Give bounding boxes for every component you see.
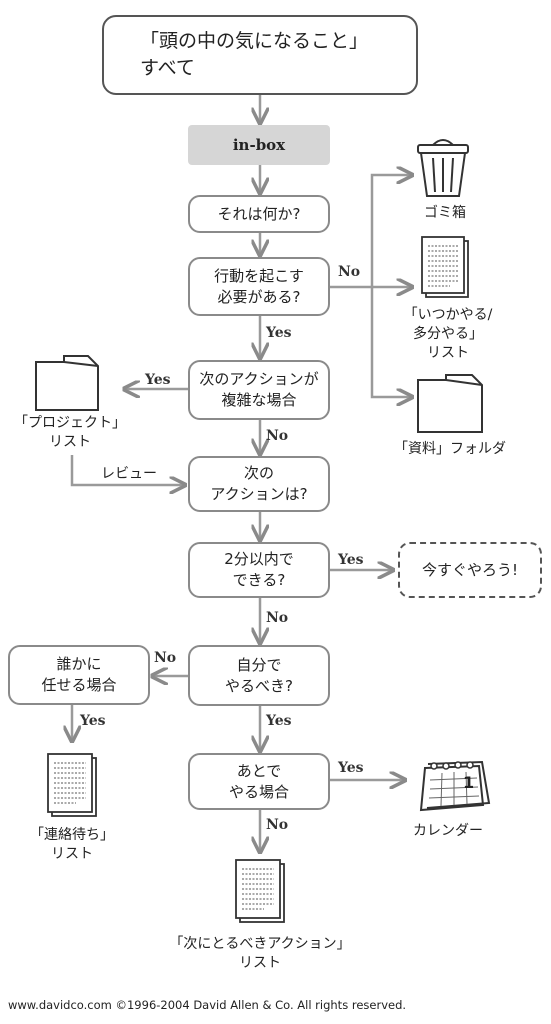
review-label: レビュー xyxy=(101,466,157,482)
actionable-line-1: 行動を起こす xyxy=(214,266,304,285)
stuff-box: 「頭の中の気になること」 すべて xyxy=(102,15,418,95)
waiting-label: 「連絡待ち」 リスト xyxy=(14,826,130,864)
someday-line-1: 「いつかやる/ xyxy=(403,307,493,323)
yes-label-two-minute: Yes xyxy=(338,552,364,568)
projects-line-1: 「プロジェクト」 xyxy=(14,415,126,431)
svg-text:1: 1 xyxy=(463,773,474,792)
delegate-box: 誰かに 任せる場合 xyxy=(8,645,150,705)
calendar-label: カレンダー xyxy=(413,823,483,839)
do-it-now-label: 今すぐやろう! xyxy=(421,560,518,579)
no-label-later: No xyxy=(266,817,289,833)
calendar-icon: 1 xyxy=(419,760,491,812)
copyright-footer: www.davidco.com ©1996-2004 David Allen &… xyxy=(8,998,407,1012)
someday-line-2: 多分やる」 xyxy=(413,326,483,342)
delegate-line-2: 任せる場合 xyxy=(41,676,117,694)
inbox-box: in-box xyxy=(188,125,330,165)
no-label-two-minute: No xyxy=(266,610,289,626)
two-minute-box: 2分以内で できる? xyxy=(188,542,330,598)
arrow-no-to-trash xyxy=(328,175,412,289)
project-folder-icon xyxy=(35,355,99,411)
multistep-box: 次のアクションが 複雑な場合 xyxy=(188,360,330,420)
next-action-line-2: アクションは? xyxy=(210,485,308,503)
do-it-now-box: 今すぐやろう! xyxy=(398,542,542,598)
actionable-box: 行動を起こす 必要がある? xyxy=(188,257,330,316)
two-minute-line-2: できる? xyxy=(232,571,286,589)
next-action-box: 次の アクションは? xyxy=(188,456,330,512)
stuff-line-1: 「頭の中の気になること」 xyxy=(140,30,369,52)
do-self-line-2: やるべき? xyxy=(225,676,293,695)
someday-label: 「いつかやる/ 多分やる」 リスト xyxy=(388,306,508,363)
projects-line-2: リスト xyxy=(49,434,91,450)
delegate-line-1: 誰かに xyxy=(56,655,102,673)
later-line-2: やる場合 xyxy=(228,782,289,801)
arrow-review-to-nextaction xyxy=(70,455,185,485)
trash-can-icon xyxy=(417,139,469,197)
waiting-list-icon xyxy=(47,753,97,817)
two-minute-line-1: 2分以内で xyxy=(224,550,294,568)
no-label-do-self: No xyxy=(154,650,177,666)
trash-label: ゴミ箱 xyxy=(424,205,466,221)
next-actions-line-2: リスト xyxy=(239,955,281,971)
next-actions-line-1: 「次にとるべきアクション」 xyxy=(169,936,351,952)
what-is-it-box: それは何か? xyxy=(188,195,330,233)
multistep-line-2: 複雑な場合 xyxy=(221,391,297,409)
yes-label-delegate: Yes xyxy=(80,713,106,729)
arrow-no-to-reference xyxy=(370,287,412,397)
do-self-box: 自分で やるべき? xyxy=(188,645,330,706)
no-label-multistep: No xyxy=(266,428,289,444)
reference-label: 「資料」フォルダ xyxy=(394,441,506,457)
inbox-label: in-box xyxy=(232,135,286,154)
next-action-line-1: 次の xyxy=(243,464,274,482)
waiting-line-2: リスト xyxy=(51,846,93,862)
waiting-line-1: 「連絡待ち」 xyxy=(30,827,114,843)
do-self-line-1: 自分で xyxy=(236,655,282,674)
later-line-1: あとで xyxy=(236,761,282,780)
multistep-line-1: 次のアクションが xyxy=(199,370,319,388)
later-box: あとで やる場合 xyxy=(188,753,330,810)
someday-line-3: リスト xyxy=(427,345,469,361)
yes-label-later: Yes xyxy=(338,760,364,776)
what-is-it-label: それは何か? xyxy=(217,204,301,223)
projects-label: 「プロジェクト」 リスト xyxy=(4,414,136,452)
next-actions-label: 「次にとるべきアクション」 リスト xyxy=(145,935,375,973)
yes-label-multistep: Yes xyxy=(145,372,171,388)
stuff-line-2: すべて xyxy=(140,57,195,79)
someday-list-icon xyxy=(421,236,469,298)
yes-label-actionable: Yes xyxy=(266,325,292,341)
actionable-line-2: 必要がある? xyxy=(217,287,301,306)
next-actions-list-icon xyxy=(235,859,285,923)
reference-folder-icon xyxy=(417,374,483,433)
no-label-actionable: No xyxy=(338,264,361,280)
yes-label-do-self: Yes xyxy=(266,713,292,729)
